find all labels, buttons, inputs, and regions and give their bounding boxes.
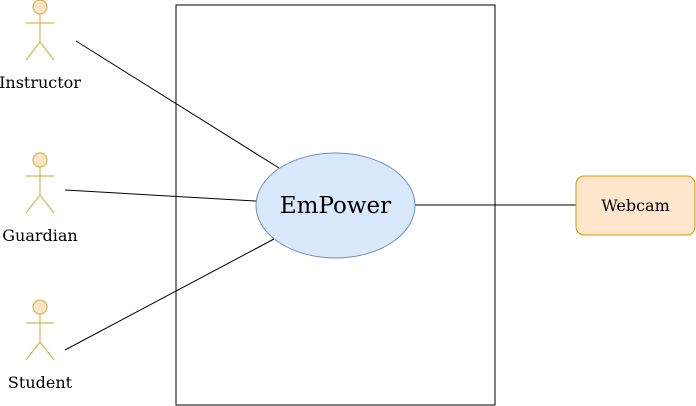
external-webcam[interactable]: Webcam: [575, 175, 696, 236]
association-instructor-empower[interactable]: [75, 40, 280, 169]
actor-instructor[interactable]: Instructor: [0, 0, 81, 92]
instructor-stick-figure-icon: [25, 0, 55, 61]
actor-student[interactable]: Student: [8, 299, 73, 392]
actor-guardian-label: Guardian: [2, 226, 77, 245]
association-guardian-empower[interactable]: [64, 189, 257, 202]
webcam-box: [575, 175, 696, 236]
use-case-empower-ellipse: [255, 152, 416, 259]
association-student-empower[interactable]: [64, 238, 275, 351]
use-case-empower[interactable]: EmPower: [255, 152, 416, 259]
student-stick-figure-icon: [25, 299, 55, 361]
actor-student-label: Student: [8, 373, 73, 392]
guardian-stick-figure-icon: [25, 152, 55, 214]
actor-instructor-label: Instructor: [0, 73, 81, 92]
webcam-label: Webcam: [601, 196, 670, 215]
use-case-empower-label: EmPower: [280, 193, 391, 219]
actor-guardian[interactable]: Guardian: [2, 152, 78, 245]
